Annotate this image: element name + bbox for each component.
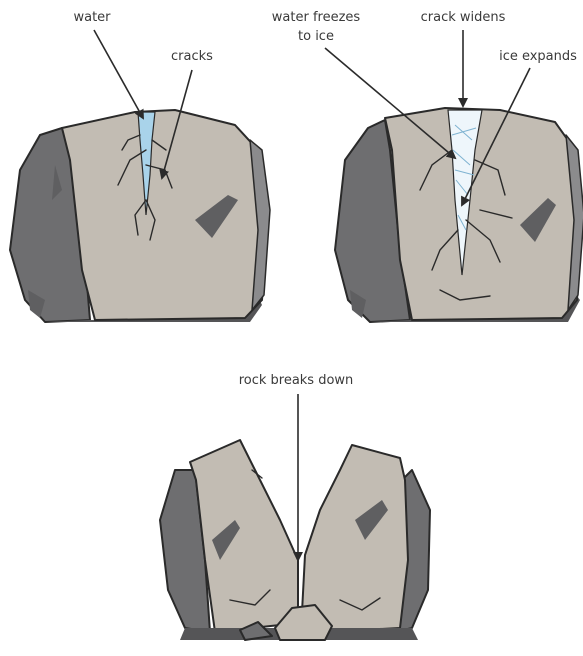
rock-stage-1 (10, 110, 270, 322)
label-water-freezes: water freezes (272, 10, 361, 25)
label-to-ice: to ice (298, 29, 334, 44)
label-rock-breaks-down: rock breaks down (239, 373, 354, 388)
label-cracks: cracks (171, 49, 213, 64)
label-crack-widens: crack widens (421, 10, 506, 25)
label-ice-expands: ice expands (499, 49, 577, 64)
arrow-water (94, 30, 143, 118)
label-water: water (73, 10, 111, 25)
rock-stage-3 (160, 440, 430, 640)
rock-stage-2 (335, 108, 583, 322)
